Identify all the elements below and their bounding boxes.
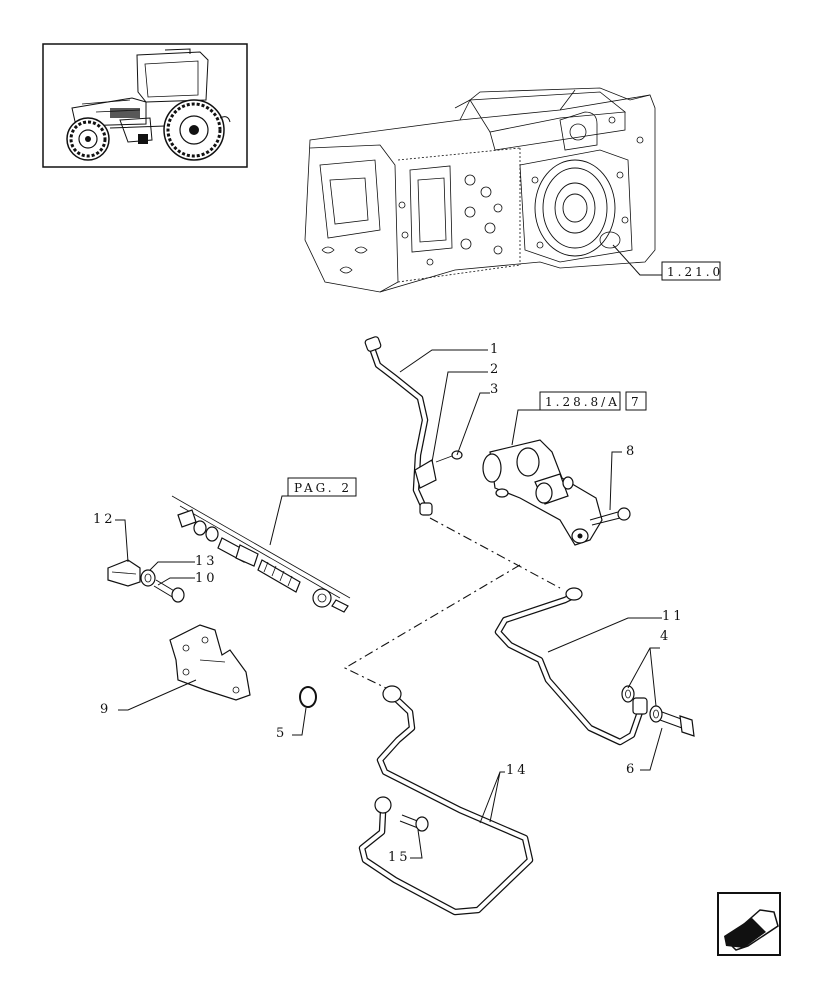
callout-2: 2 [490, 362, 501, 377]
svg-text:13: 13 [195, 554, 218, 569]
bracket-9 [169, 624, 251, 701]
hydraulic-pump-body [482, 439, 603, 546]
svg-text:6: 6 [626, 762, 637, 777]
callout-9: 9 [100, 702, 111, 717]
svg-text:8: 8 [626, 444, 637, 459]
bolt-15 [399, 814, 429, 832]
callout-5: 5 [276, 726, 287, 741]
pipe-1 [364, 336, 437, 516]
callout-11: 11 [662, 609, 685, 624]
reference-pump[interactable]: 1.28.8/A 7 [539, 391, 647, 411]
svg-text:1.21.0: 1.21.0 [667, 265, 723, 279]
transmission-housing [304, 87, 656, 293]
reference-transmission[interactable]: 1.21.0 [661, 261, 723, 281]
callout-10: 10 [195, 571, 218, 586]
svg-text:7: 7 [631, 395, 642, 409]
valve-assembly [171, 495, 351, 613]
callout-13: 13 [195, 554, 218, 569]
svg-text:PAG. 2: PAG. 2 [294, 481, 352, 495]
svg-text:2: 2 [490, 362, 501, 377]
callout-3: 3 [490, 382, 501, 397]
svg-text:12: 12 [93, 512, 116, 527]
svg-text:1.28.8/A: 1.28.8/A [545, 395, 620, 409]
pipe-11 [494, 587, 648, 746]
next-page-arrow-icon[interactable] [717, 892, 781, 956]
svg-text:5: 5 [276, 726, 287, 741]
pipe-14 [358, 685, 534, 916]
tractor-thumbnail-icon [42, 43, 248, 168]
callout-6: 6 [626, 762, 637, 777]
clip-12 [107, 559, 141, 587]
washer-4a [621, 685, 635, 703]
svg-text:1: 1 [490, 342, 501, 357]
washer-13 [140, 569, 156, 587]
svg-text:11: 11 [662, 609, 685, 624]
callout-12: 12 [93, 512, 116, 527]
svg-text:15: 15 [388, 850, 411, 865]
svg-text:3: 3 [490, 382, 501, 397]
connection-line [343, 517, 561, 691]
callout-4: 4 [660, 629, 671, 644]
svg-text:9: 9 [100, 702, 111, 717]
callout-1: 1 [490, 342, 501, 357]
reference-page[interactable]: PAG. 2 [287, 477, 357, 497]
bolt-10 [153, 579, 185, 603]
svg-text:4: 4 [660, 629, 671, 644]
bolt-8 [589, 507, 631, 526]
callout-8: 8 [626, 444, 637, 459]
callout-15: 15 [388, 850, 411, 865]
o-ring-5 [299, 686, 317, 708]
callout-14: 14 [506, 763, 529, 778]
svg-text:10: 10 [195, 571, 218, 586]
svg-text:14: 14 [506, 763, 529, 778]
bolt-6 [659, 711, 695, 737]
